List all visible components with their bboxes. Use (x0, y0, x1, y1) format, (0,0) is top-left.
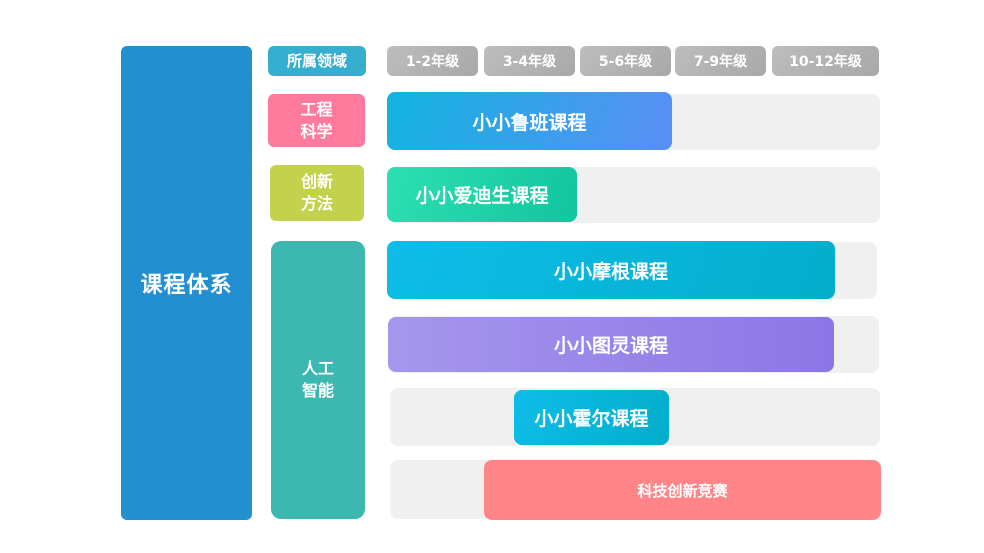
course-bar-edison: 小小爱迪生课程 (387, 167, 577, 222)
category-line: 工程 (300, 99, 333, 119)
category-line: 智能 (301, 381, 334, 400)
domain-label-header: 所属领域 (268, 46, 366, 76)
course-bar-competition: 科技创新竞赛 (484, 460, 881, 520)
grade-label: 5-6年级 (598, 54, 653, 70)
domain-label-text: 所属领域 (286, 52, 347, 70)
category-innovation-method: 创新 方法 (270, 165, 364, 221)
course-bar-luban: 小小鲁班课程 (387, 92, 672, 150)
course-bar-hall: 小小霍尔课程 (514, 390, 669, 445)
grade-label: 10-12年级 (789, 54, 862, 70)
grade-header-3-4: 3-4年级 (484, 46, 575, 76)
course-name: 小小鲁班课程 (472, 111, 587, 134)
grade-header-10-12: 10-12年级 (772, 46, 879, 76)
course-system-title: 课程体系 (140, 273, 233, 298)
course-name: 小小摩根课程 (553, 260, 668, 283)
grade-label: 3-4年级 (502, 54, 557, 70)
course-name: 小小霍尔课程 (534, 408, 649, 430)
grade-label: 1-2年级 (405, 54, 460, 70)
course-name: 科技创新竞赛 (637, 481, 728, 500)
course-bar-morgan: 小小摩根课程 (387, 241, 835, 299)
grade-label: 7-9年级 (693, 54, 748, 70)
category-line: 创新 (300, 172, 333, 191)
grade-header-1-2: 1-2年级 (387, 46, 478, 76)
category-line: 科学 (300, 121, 333, 141)
course-system-title-block: 课程体系 (121, 46, 252, 520)
category-engineering-science: 工程 科学 (268, 94, 365, 147)
course-bar-turing: 小小图灵课程 (388, 317, 834, 372)
category-line: 人工 (301, 359, 334, 378)
grade-header-5-6: 5-6年级 (580, 46, 671, 76)
course-name: 小小爱迪生课程 (415, 185, 549, 207)
category-line: 方法 (300, 194, 333, 213)
grade-header-7-9: 7-9年级 (675, 46, 766, 76)
course-name: 小小图灵课程 (553, 335, 668, 357)
category-artificial-intelligence: 人工 智能 (271, 241, 365, 519)
